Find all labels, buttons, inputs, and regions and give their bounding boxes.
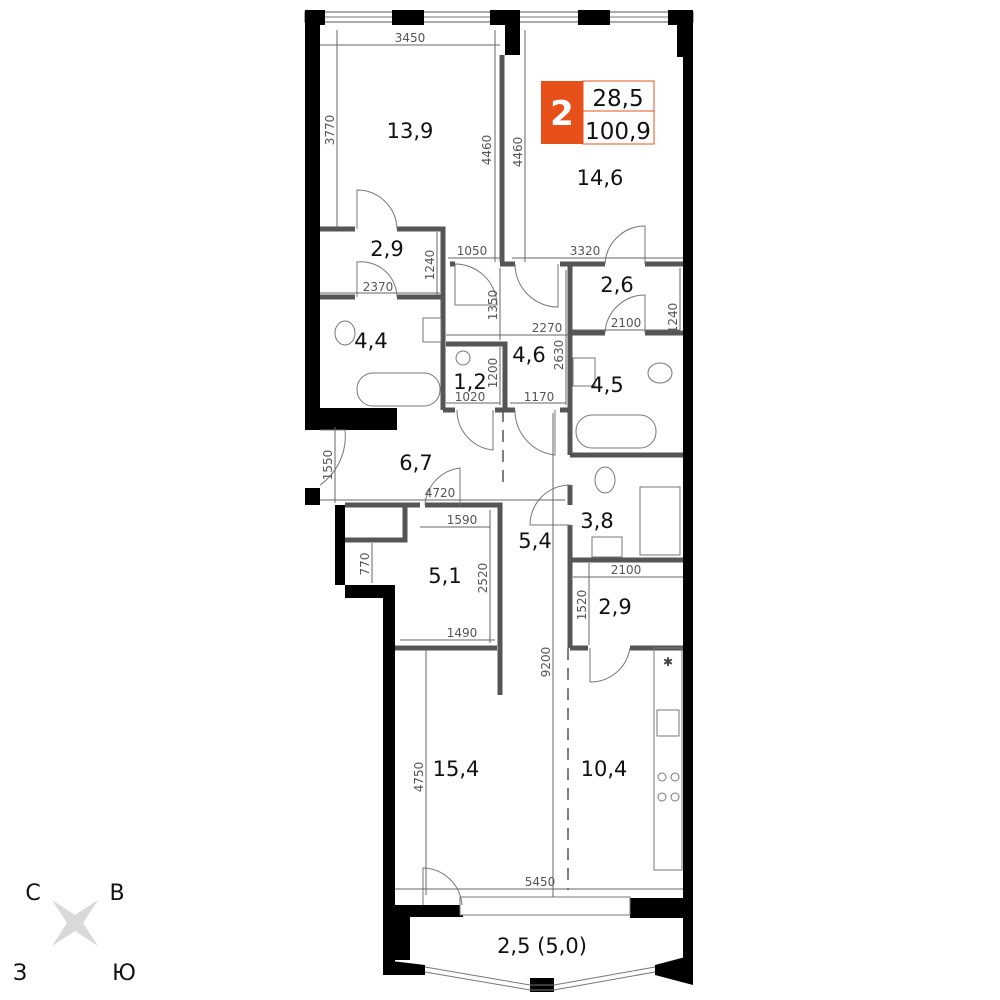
room-area-hall-1: 4,6 [512, 343, 545, 367]
apartment-badge: 2 28,5 100,9 [541, 80, 655, 145]
dim-label: 1350 [486, 290, 500, 321]
dim-label: 1170 [524, 390, 555, 404]
compass-south: Ю [112, 961, 136, 986]
room-area-bathroom-2: 4,5 [590, 373, 623, 397]
sink-icon [591, 536, 623, 558]
dim-label: 4460 [511, 137, 525, 168]
dim-label: 1240 [666, 303, 680, 334]
sink-icon [422, 317, 442, 343]
room-area-entrance-hall: 6,7 [399, 451, 432, 475]
kitchen-sink-icon [656, 709, 680, 737]
room-areas: 13,9 14,6 2,9 2,6 4,4 1,2 4,6 4,5 6,7 3,… [354, 119, 633, 958]
dim-label: 1200 [486, 358, 500, 389]
dim-label: 2100 [611, 316, 642, 330]
boiler-icon [455, 350, 471, 366]
room-area-bathroom-3: 3,8 [580, 509, 613, 533]
kitchen-counter [653, 647, 683, 871]
dim-label: 9200 [539, 647, 553, 678]
exterior-walls [305, 10, 693, 992]
dim-label: 3770 [323, 115, 337, 146]
room-area-bedroom-2: 14,6 [577, 166, 624, 190]
bathtub-icon [356, 372, 441, 407]
dim-label: 1520 [575, 590, 589, 621]
badge-living-area: 28,5 [592, 86, 643, 112]
doors [319, 189, 646, 906]
badge-rooms-bg [541, 81, 583, 144]
room-area-room-5: 5,1 [428, 564, 461, 588]
dim-label: 4750 [412, 762, 426, 793]
dim-label: 1050 [457, 244, 488, 258]
room-area-balcony: 2,5 (5,0) [497, 934, 587, 958]
compass: С В З Ю [13, 881, 136, 986]
interior-walls [320, 55, 683, 890]
badge-room-count: 2 [550, 94, 574, 134]
dim-label: 1020 [455, 390, 486, 404]
dim-label: 2520 [476, 563, 490, 594]
dim-label: 2100 [611, 563, 642, 577]
room-area-kitchen: 10,4 [581, 757, 628, 781]
toilet-icon [334, 320, 356, 346]
compass-star-icon [52, 900, 98, 946]
compass-east: В [109, 881, 124, 906]
room-area-living-room: 15,4 [433, 757, 480, 781]
dim-label: 4720 [425, 486, 456, 500]
shower-icon [639, 486, 681, 556]
dim-label: 2270 [532, 321, 563, 335]
room-area-bedroom-1: 13,9 [387, 119, 434, 143]
fridge-icon: ✱ [663, 655, 673, 669]
compass-west: З [13, 961, 27, 986]
dim-label: 1490 [447, 626, 478, 640]
room-area-wardrobe-1: 2,9 [370, 237, 403, 261]
badge-total-area: 100,9 [585, 119, 651, 145]
room-area-wardrobe-2: 2,6 [600, 273, 633, 297]
room-area-corridor: 5,4 [518, 529, 551, 553]
dim-label: 3320 [570, 244, 601, 258]
dim-label: 3450 [395, 31, 426, 45]
dim-label: 1590 [447, 513, 478, 527]
dimension-lines [320, 30, 683, 897]
room-area-storage: 2,9 [598, 595, 631, 619]
dim-label: 2630 [552, 340, 566, 371]
toilet-icon [594, 466, 616, 494]
dim-label: 2370 [363, 280, 394, 294]
room-area-bathroom-1: 4,4 [354, 329, 387, 353]
compass-north: С [25, 881, 40, 906]
dim-label: 770 [358, 553, 372, 576]
fixtures: ✱ [334, 317, 683, 871]
dimension-labels: 3450 3770 4460 4460 1050 3320 1240 2370 … [321, 31, 680, 889]
dim-label: 1550 [321, 450, 335, 481]
sink-icon [572, 357, 596, 387]
dim-label: 5450 [525, 875, 556, 889]
bathtub-icon [575, 414, 657, 449]
toilet-icon [647, 362, 673, 384]
dim-label: 1240 [423, 250, 437, 281]
dim-label: 4460 [480, 135, 494, 166]
balcony-glazing [424, 896, 656, 991]
room-area-utility: 1,2 [453, 370, 486, 394]
